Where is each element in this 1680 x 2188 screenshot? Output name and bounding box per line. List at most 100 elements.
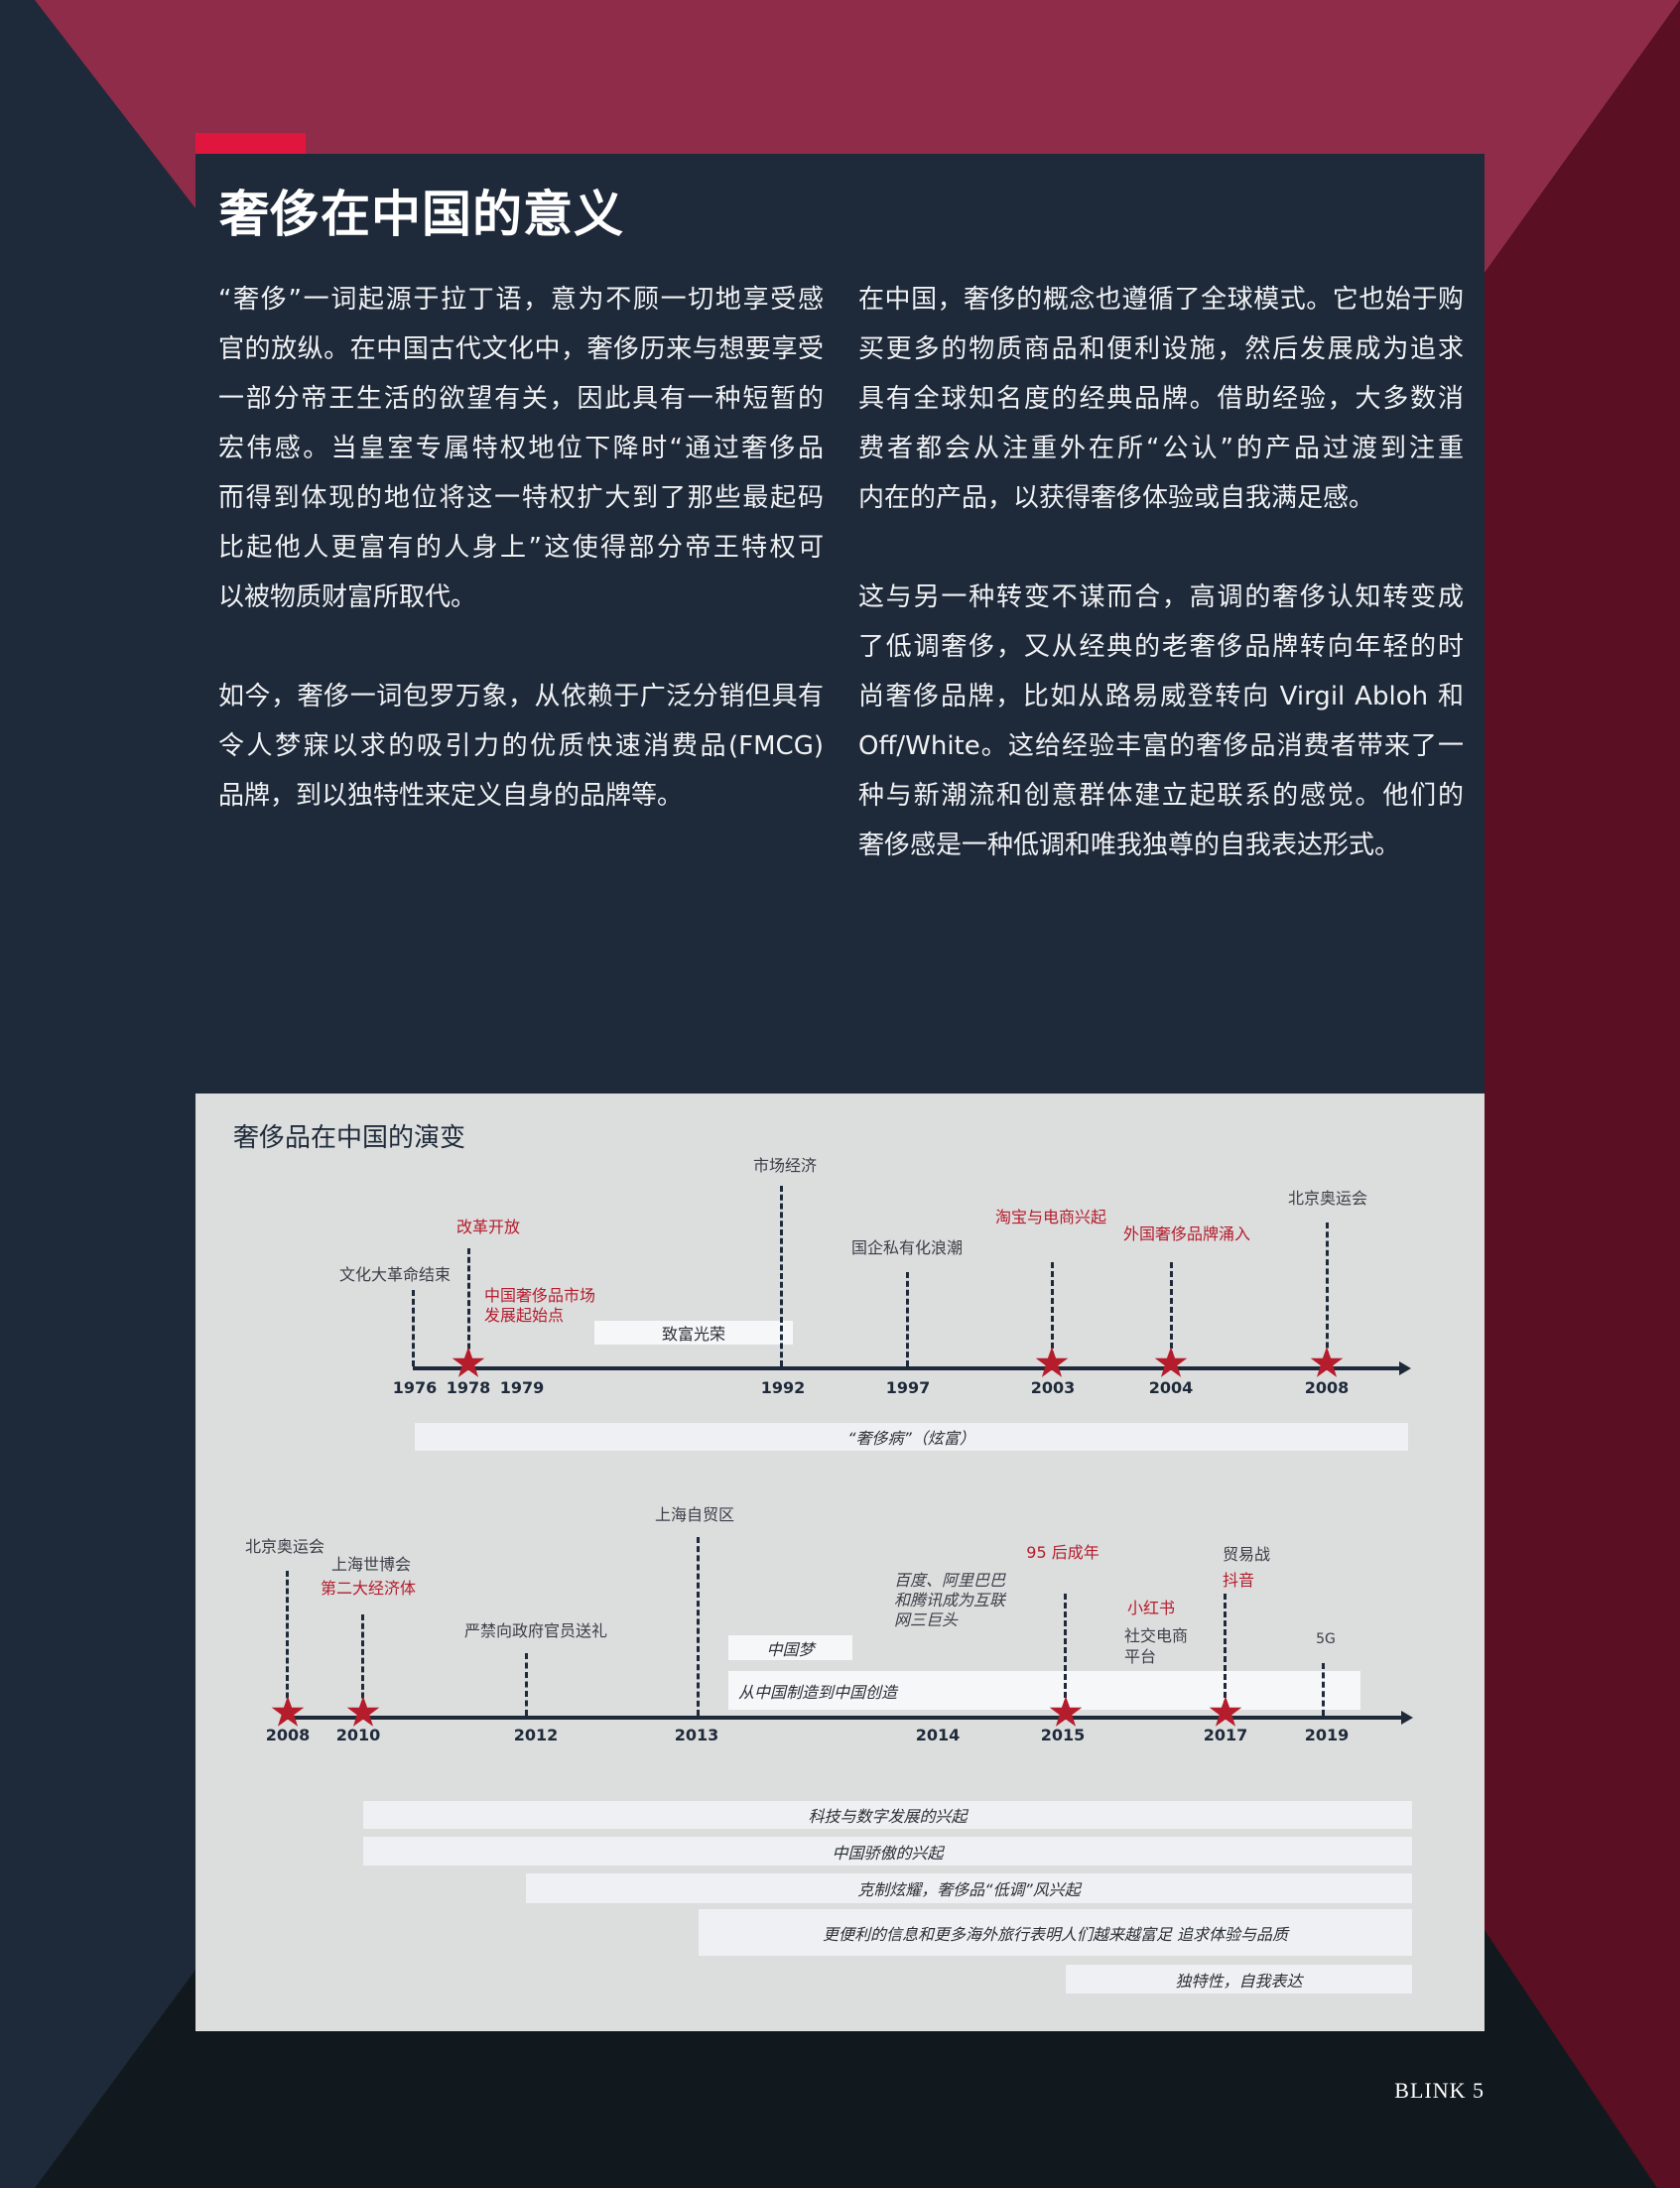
timeline-title: 奢侈品在中国的演变 (233, 1123, 466, 1153)
page-title: 奢侈在中国的意义 (219, 186, 624, 243)
marker-1997 (906, 1272, 909, 1366)
event-label: 文化大革命结束 (338, 1265, 452, 1284)
event-label: 百度、阿里巴巴 (894, 1571, 1006, 1590)
text-line: 令人梦寐以求的吸引力的优质快速消费品(FMCG) (218, 731, 824, 761)
year-label: 2017 (1203, 1726, 1248, 1744)
year-label: 2015 (1040, 1726, 1086, 1744)
text-line: 宏伟感。当皇室专属特权地位下降时“通过奢侈品 (218, 434, 824, 463)
event-label: 改革开放 (455, 1218, 521, 1236)
marker-2008 (1326, 1223, 1329, 1366)
text-line: 这与另一种转变不谋而合，高调的奢侈认知转变成 (858, 582, 1464, 612)
event-label: 北京奥运会 (1287, 1189, 1368, 1208)
band-shechibing: “奢侈病”（炫富） (415, 1423, 1408, 1451)
text-line: 费者都会从注重外在所“公认”的产品过渡到注重 (858, 434, 1464, 463)
trend-bar: 克制炫耀，奢侈品“低调”风兴起 (526, 1873, 1412, 1903)
year-label: 2019 (1304, 1726, 1350, 1744)
year-label: 2012 (513, 1726, 559, 1744)
band-made-to-created: 从中国制造到中国创造 (728, 1671, 1360, 1710)
event-label: 中国奢侈品市场 (484, 1286, 596, 1305)
star-icon (1049, 1696, 1083, 1727)
event-label: 上海自贸区 (654, 1505, 735, 1524)
accent-bar (195, 133, 306, 154)
text-line: 种与新潮流和创意群体建立起联系的感觉。他们的 (858, 781, 1464, 811)
event-label: 贸易战 (1223, 1545, 1271, 1564)
marker-2004 (1170, 1262, 1173, 1366)
text-line: 品牌，到以独特性来定义自身的品牌等。 (218, 781, 684, 811)
marker-2015 (1064, 1594, 1067, 1716)
year-label: 2008 (1304, 1378, 1350, 1397)
year-label: 2003 (1030, 1378, 1076, 1397)
article-panel (195, 154, 1485, 1094)
navy-left-shape (0, 0, 195, 2188)
event-label: 社交电商 (1124, 1626, 1189, 1645)
trend-bar: 科技与数字发展的兴起 (363, 1801, 1412, 1829)
marker-2013 (697, 1537, 700, 1716)
event-label: 95 后成年 (1026, 1543, 1099, 1562)
axis-arrow-icon (1399, 1361, 1411, 1375)
event-label: 小红书 (1127, 1599, 1176, 1617)
year-label: 1976 (392, 1378, 438, 1397)
text-line: 一部分帝王生活的欲望有关，因此具有一种短暂的 (218, 384, 824, 414)
trend-bar: 更便利的信息和更多海外旅行表明人们越来越富足 追求体验与品质 (699, 1909, 1412, 1956)
year-label: 1997 (885, 1378, 931, 1397)
year-label: 2014 (915, 1726, 961, 1744)
star-icon (346, 1696, 380, 1727)
page-number: BLINK 5 (1394, 2078, 1485, 2103)
year-label: 1979 (499, 1378, 545, 1397)
marker-2017 (1224, 1594, 1227, 1716)
trend-bar: 独特性，自我表达 (1066, 1965, 1412, 1994)
marker-2003 (1051, 1262, 1054, 1366)
text-line: 如今，奢侈一词包罗万象，从依赖于广泛分销但具有 (218, 682, 824, 711)
star-icon (1154, 1347, 1188, 1377)
text-line: Off/White。这给经验丰富的奢侈品消费者带来了一 (858, 731, 1464, 761)
text-line: 以被物质财富所取代。 (218, 582, 477, 612)
event-label: 北京奥运会 (244, 1537, 325, 1556)
text-line: “奢侈”一词起源于拉丁语，意为不顾一切地享受感 (218, 285, 824, 315)
axis-arrow-icon (1401, 1711, 1413, 1725)
marker-1992 (780, 1186, 783, 1366)
event-label: 网三巨头 (894, 1610, 959, 1629)
dark-maroon-right-shape (1485, 0, 1680, 2188)
event-label: 第二大经济体 (320, 1579, 417, 1598)
marker-1978 (467, 1248, 470, 1366)
event-label: 5G (1316, 1631, 1336, 1647)
year-label: 1992 (760, 1378, 806, 1397)
marker-2008 (286, 1571, 289, 1716)
text-line: 具有全球知名度的经典品牌。借助经验，大多数消 (858, 384, 1464, 414)
star-icon (1209, 1696, 1242, 1727)
event-label: 和腾讯成为互联 (894, 1591, 1006, 1609)
event-label: 严禁向政府官员送礼 (463, 1621, 608, 1640)
event-label: 抖音 (1223, 1571, 1255, 1590)
text-line: 官的放纵。在中国古代文化中，奢侈历来与想要享受 (218, 334, 824, 364)
article-right-column: 在中国，奢侈的概念也遵循了全球模式。它也始于购 买更多的物质商品和便利设施，然后… (858, 275, 1464, 870)
year-label: 2004 (1148, 1378, 1194, 1397)
star-icon (1310, 1347, 1344, 1377)
text-line: 奢侈感是一种低调和唯我独尊的自我表达形式。 (858, 831, 1401, 860)
event-label: 淘宝与电商兴起 (994, 1208, 1107, 1226)
year-label: 2010 (335, 1726, 381, 1744)
band-china-dream: 中国梦 (728, 1635, 852, 1660)
event-label: 上海世博会 (330, 1555, 412, 1574)
event-label: 发展起始点 (484, 1306, 565, 1325)
article-left-column: “奢侈”一词起源于拉丁语，意为不顾一切地享受感 官的放纵。在中国古代文化中，奢侈… (218, 275, 824, 821)
marker-2012 (525, 1653, 528, 1716)
trend-bar: 中国骄傲的兴起 (363, 1837, 1412, 1866)
star-icon (271, 1696, 305, 1727)
text-line: 比起他人更富有的人身上”这使得部分帝王特权可 (218, 533, 824, 563)
event-label: 平台 (1124, 1647, 1157, 1666)
marker-2019 (1322, 1663, 1325, 1716)
marker-1976 (412, 1290, 415, 1366)
timeline-axis-2 (286, 1716, 1403, 1720)
year-label: 2013 (674, 1726, 719, 1744)
text-line: 而得到体现的地位将这一特权扩大到了那些最起码 (218, 483, 824, 513)
marker-2010 (361, 1614, 364, 1716)
year-label: 2008 (265, 1726, 311, 1744)
text-line: 买更多的物质商品和便利设施，然后发展成为追求 (858, 334, 1464, 364)
event-label: 外国奢侈品牌涌入 (1122, 1224, 1251, 1243)
event-label: 市场经济 (752, 1156, 818, 1175)
star-icon (1035, 1347, 1069, 1377)
timeline-axis-1 (413, 1366, 1401, 1370)
maroon-top-shape (35, 0, 1680, 273)
year-label: 1978 (446, 1378, 491, 1397)
